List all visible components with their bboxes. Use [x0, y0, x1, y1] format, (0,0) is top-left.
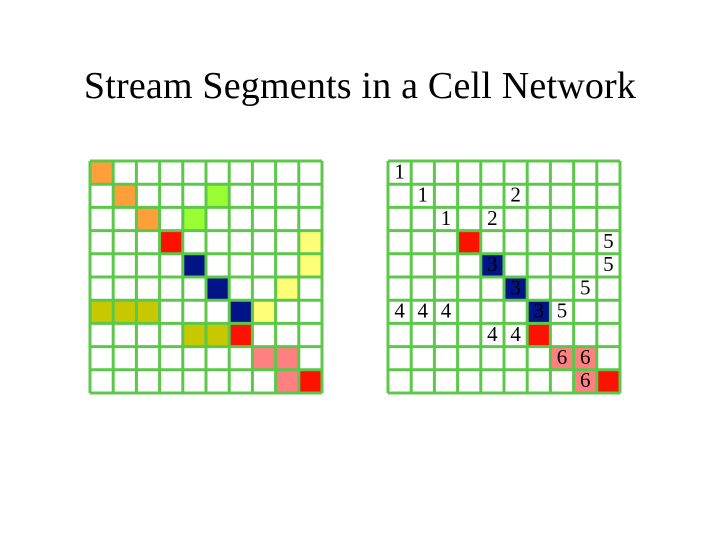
left-grid-cell-red — [229, 323, 253, 347]
left-grid-cell-navy — [182, 253, 206, 277]
right-grid-segment-label: 3 — [487, 252, 498, 276]
right-grid-segment-label: 4 — [487, 322, 498, 346]
left-grid-cell-olive — [182, 323, 206, 347]
left-grid-cell-pink — [275, 346, 299, 370]
right-grid-segment-label: 1 — [418, 183, 429, 207]
left-grid-cell-olive — [136, 300, 160, 324]
right-grid-segment-label: 1 — [441, 206, 452, 230]
right-grid-segment-label: 6 — [580, 345, 591, 369]
left-grid-cell-red — [159, 230, 183, 254]
left-grid-cell-light_yellow — [298, 230, 322, 254]
right-grid-cell-red — [596, 369, 620, 393]
right-grid-segment-label: 4 — [441, 299, 452, 323]
right-grid-cell-pink — [573, 346, 597, 370]
right-grid-segment-label: 6 — [557, 345, 568, 369]
left-grid-cell-orange — [113, 184, 137, 208]
right-grid-segment-label: 5 — [580, 275, 591, 299]
right-grid-cell-red — [457, 230, 481, 254]
right-grid-segment-label: 2 — [510, 183, 521, 207]
right-grid-segment-label: 4 — [394, 299, 405, 323]
left-grid-cell-navy — [229, 300, 253, 324]
left-grid-cell-orange — [90, 161, 114, 185]
left-grid-cell-light_yellow — [275, 277, 299, 301]
left-grid-cell-light_green — [182, 207, 206, 231]
left-grid-cell-red — [298, 369, 322, 393]
right-grid-segment-label: 5 — [557, 299, 568, 323]
left-grid-cell-light_yellow — [252, 300, 276, 324]
right-grid-segment-label: 2 — [487, 206, 498, 230]
left-grid-cell-navy — [206, 277, 230, 301]
slide-title: Stream Segments in a Cell Network — [83, 65, 637, 107]
left-grid-cell-light_yellow — [298, 253, 322, 277]
left-grid-cell-light_green — [206, 184, 230, 208]
right-grid-cell-navy — [480, 253, 504, 277]
right-grid-segment-label: 5 — [603, 252, 614, 276]
left-grid-cell-olive — [206, 323, 230, 347]
left-grid-cell-olive — [90, 300, 114, 324]
right-grid-cell-pink — [573, 369, 597, 393]
right-grid-cell-pink — [550, 346, 574, 370]
right-grid-segment-label: 4 — [418, 299, 429, 323]
left-grid-cell-pink — [275, 369, 299, 393]
right-grid-segment-label: 4 — [510, 322, 521, 346]
right-grid-cell-navy — [504, 277, 528, 301]
right-grid-segment-label: 1 — [394, 159, 405, 183]
right-grid-segment-label: 6 — [580, 368, 591, 392]
left-grid-cell-olive — [113, 300, 137, 324]
right-grid-cell-navy — [527, 300, 551, 324]
left-grid-cell-pink — [252, 346, 276, 370]
right-grid-cell-red — [527, 323, 551, 347]
right-grid-segment-label: 3 — [534, 299, 545, 323]
right-grid-segment-label: 5 — [603, 229, 614, 253]
left-grid-cell-orange — [136, 207, 160, 231]
right-grid-segment-label: 3 — [510, 275, 521, 299]
